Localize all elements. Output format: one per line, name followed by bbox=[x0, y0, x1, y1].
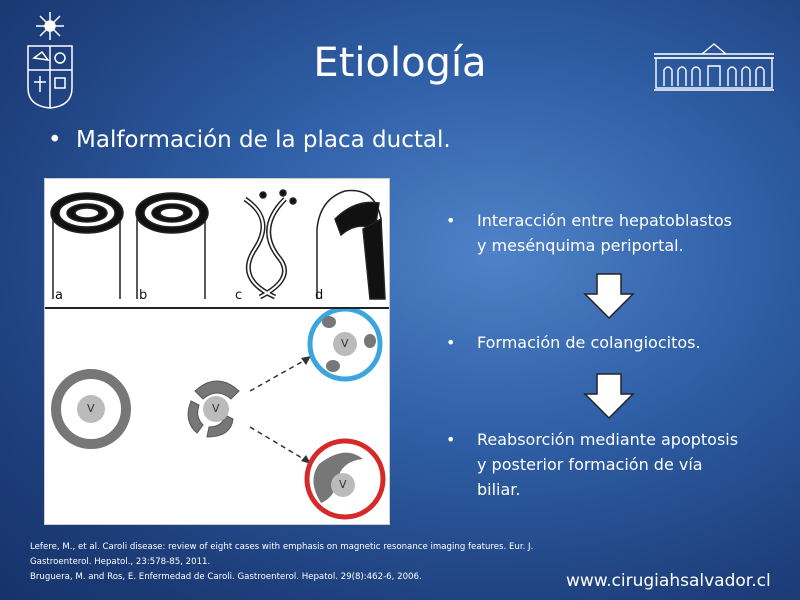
ductal-stages-illustration bbox=[50, 189, 386, 300]
vessel-label-4: V bbox=[339, 478, 347, 491]
bullet-symbol: • bbox=[446, 430, 456, 449]
figure-label-c: c bbox=[235, 288, 243, 303]
bullet-symbol: • bbox=[446, 333, 456, 352]
right-bullet-2-line1: Formación de colangiocitos. bbox=[477, 333, 701, 352]
right-bullet-3-line1: Reabsorción mediante apoptosis bbox=[477, 430, 739, 449]
reference-line-1: Lefere, M., et al. Caroli disease: revie… bbox=[30, 542, 534, 552]
figure-label-b: b bbox=[139, 288, 148, 303]
main-bullet: • Malformación de la placa ductal. bbox=[48, 127, 451, 153]
right-bullet-3-line2: y posterior formación de vía bbox=[477, 455, 703, 474]
right-bullet-1: • Interacción entre hepatoblastos y mesé… bbox=[446, 208, 786, 260]
right-bullet-3: • Reabsorción mediante apoptosis y poste… bbox=[446, 427, 786, 505]
vessel-label-2: V bbox=[212, 402, 220, 415]
university-crest-logo bbox=[27, 12, 73, 109]
down-arrow-icon bbox=[583, 273, 635, 320]
right-bullet-1-line1: Interacción entre hepatoblastos bbox=[477, 211, 732, 230]
vessel-label-1: V bbox=[87, 402, 95, 415]
down-arrow-icon bbox=[583, 373, 635, 420]
figure-label-a: a bbox=[55, 288, 63, 303]
cholangiocyte-diagram bbox=[51, 306, 386, 520]
slide-title: Etiología bbox=[313, 40, 487, 86]
figure-panel-top: a b c d bbox=[45, 179, 389, 309]
reference-line-2: Gastroenterol. Hepatol., 23:578-85, 2011… bbox=[30, 557, 211, 567]
main-bullet-text: Malformación de la placa ductal. bbox=[76, 127, 451, 153]
figure-label-d: d bbox=[315, 288, 324, 303]
right-bullet-1-line2: y mesénquima periportal. bbox=[477, 236, 684, 255]
references: Lefere, M., et al. Caroli disease: revie… bbox=[30, 540, 630, 585]
vessel-label-3: V bbox=[341, 337, 349, 350]
right-bullet-2: • Formación de colangiocitos. bbox=[446, 330, 786, 358]
figure-panel-bottom: V V V V bbox=[45, 306, 389, 524]
ductal-plate-figure: a b c d bbox=[44, 178, 390, 525]
website-url: www.cirugiahsalvador.cl bbox=[566, 571, 771, 591]
building-logo bbox=[654, 43, 774, 91]
bullet-symbol: • bbox=[48, 127, 62, 153]
reference-line-3: Bruguera, M. and Ros, E. Enfermedad de C… bbox=[30, 572, 422, 582]
bullet-symbol: • bbox=[446, 211, 456, 230]
right-bullet-3-line3: biliar. bbox=[477, 480, 521, 499]
